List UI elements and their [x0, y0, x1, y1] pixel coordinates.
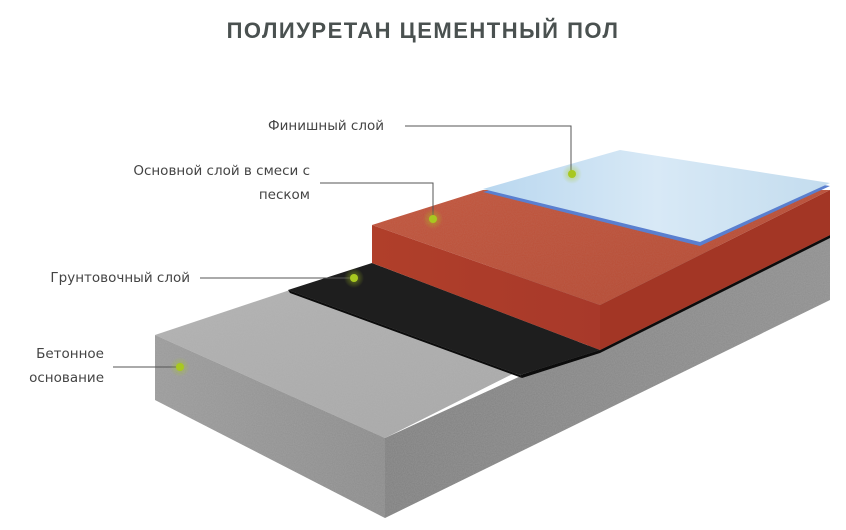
label-concrete-line1: Бетонное	[36, 346, 104, 362]
label-finish-layer: Финишный слой	[268, 118, 384, 134]
marker-concrete	[170, 357, 190, 377]
marker-primer	[344, 268, 364, 288]
leader-line-finish	[405, 125, 572, 173]
label-base-line1: Основной слой в смеси с	[133, 163, 310, 179]
page-title: ПОЛИУРЕТАН ЦЕМЕНТНЫЙ ПОЛ	[226, 18, 620, 43]
marker-base	[423, 209, 443, 229]
label-base-line2: песком	[258, 187, 310, 203]
label-concrete-layer: Бетонное основание	[0, 342, 104, 390]
label-primer-layer: Грунтовочный слой	[50, 270, 190, 286]
leader-line-base	[320, 182, 434, 218]
label-concrete-line2: основание	[29, 370, 104, 386]
primer-layer	[288, 235, 830, 378]
leader-lines	[113, 125, 572, 368]
label-base-layer: Основной слой в смеси с песком	[60, 159, 310, 207]
marker-finish	[562, 164, 582, 184]
